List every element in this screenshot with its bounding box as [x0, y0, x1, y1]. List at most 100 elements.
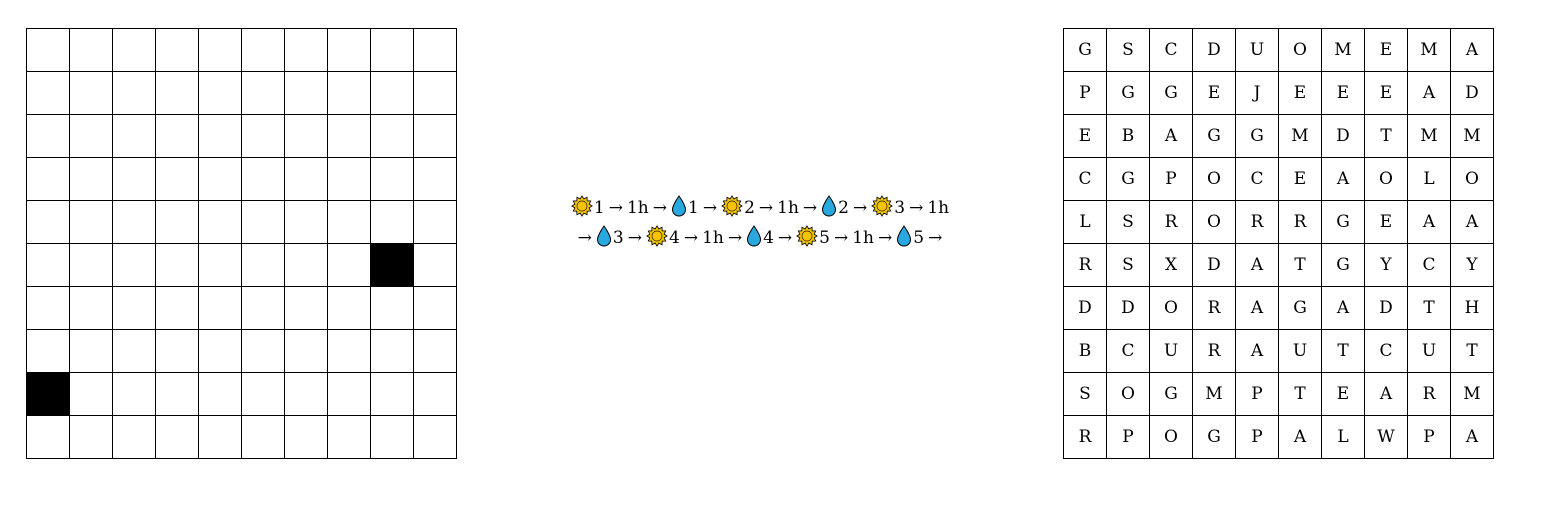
grid-cell[interactable] [370, 114, 414, 158]
grid-cell[interactable] [284, 415, 328, 459]
letter-cell[interactable]: E [1364, 71, 1408, 115]
grid-cell[interactable] [284, 372, 328, 416]
grid-cell[interactable] [413, 71, 457, 115]
grid-cell[interactable] [241, 372, 285, 416]
letter-cell[interactable]: M [1450, 114, 1494, 158]
filled-cell[interactable] [370, 243, 414, 287]
grid-cell[interactable] [69, 71, 113, 115]
letter-cell[interactable]: R [1192, 329, 1236, 373]
letter-cell[interactable]: M [1321, 28, 1365, 72]
grid-cell[interactable] [112, 28, 156, 72]
letter-cell[interactable]: C [1407, 243, 1451, 287]
letter-cell[interactable]: P [1407, 415, 1451, 459]
grid-cell[interactable] [198, 200, 242, 244]
grid-cell[interactable] [370, 71, 414, 115]
letter-cell[interactable]: M [1450, 372, 1494, 416]
letter-cell[interactable]: A [1450, 415, 1494, 459]
letter-cell[interactable]: B [1063, 329, 1107, 373]
letter-cell[interactable]: C [1106, 329, 1150, 373]
grid-cell[interactable] [413, 286, 457, 330]
letter-cell[interactable]: A [1364, 372, 1408, 416]
grid-cell[interactable] [112, 71, 156, 115]
letter-cell[interactable]: O [1192, 157, 1236, 201]
letter-cell[interactable]: M [1278, 114, 1322, 158]
letter-cell[interactable]: A [1321, 286, 1365, 330]
grid-cell[interactable] [155, 71, 199, 115]
letter-cell[interactable]: T [1278, 243, 1322, 287]
grid-cell[interactable] [155, 329, 199, 373]
grid-cell[interactable] [155, 286, 199, 330]
grid-cell[interactable] [198, 114, 242, 158]
grid-cell[interactable] [155, 243, 199, 287]
grid-cell[interactable] [69, 200, 113, 244]
letter-cell[interactable]: M [1407, 28, 1451, 72]
grid-cell[interactable] [26, 114, 70, 158]
grid-cell[interactable] [112, 372, 156, 416]
grid-cell[interactable] [26, 28, 70, 72]
grid-cell[interactable] [155, 114, 199, 158]
letter-cell[interactable]: E [1364, 28, 1408, 72]
grid-cell[interactable] [413, 415, 457, 459]
grid-cell[interactable] [198, 286, 242, 330]
letter-cell[interactable]: O [1278, 28, 1322, 72]
letter-cell[interactable]: A [1278, 415, 1322, 459]
grid-cell[interactable] [112, 415, 156, 459]
letter-cell[interactable]: E [1321, 71, 1365, 115]
letter-cell[interactable]: E [1278, 71, 1322, 115]
letter-cell[interactable]: G [1321, 243, 1365, 287]
grid-cell[interactable] [26, 286, 70, 330]
grid-cell[interactable] [413, 28, 457, 72]
letter-cell[interactable]: L [1321, 415, 1365, 459]
grid-cell[interactable] [69, 415, 113, 459]
grid-cell[interactable] [370, 286, 414, 330]
letter-cell[interactable]: R [1192, 286, 1236, 330]
grid-cell[interactable] [327, 157, 371, 201]
grid-cell[interactable] [327, 372, 371, 416]
letter-cell[interactable]: S [1063, 372, 1107, 416]
grid-cell[interactable] [284, 200, 328, 244]
grid-cell[interactable] [198, 28, 242, 72]
grid-cell[interactable] [284, 28, 328, 72]
letter-cell[interactable]: H [1450, 286, 1494, 330]
letter-cell[interactable]: G [1278, 286, 1322, 330]
letter-cell[interactable]: G [1063, 28, 1107, 72]
letter-cell[interactable]: E [1364, 200, 1408, 244]
grid-cell[interactable] [327, 329, 371, 373]
grid-cell[interactable] [155, 28, 199, 72]
grid-cell[interactable] [241, 28, 285, 72]
grid-cell[interactable] [198, 329, 242, 373]
letter-cell[interactable]: D [1321, 114, 1365, 158]
letter-cell[interactable]: U [1235, 28, 1279, 72]
grid-cell[interactable] [413, 200, 457, 244]
grid-cell[interactable] [327, 71, 371, 115]
letter-cell[interactable]: R [1063, 243, 1107, 287]
grid-cell[interactable] [284, 114, 328, 158]
grid-cell[interactable] [112, 114, 156, 158]
grid-cell[interactable] [155, 200, 199, 244]
grid-cell[interactable] [69, 286, 113, 330]
letter-cell[interactable]: M [1407, 114, 1451, 158]
grid-cell[interactable] [69, 329, 113, 373]
letter-cell[interactable]: Y [1364, 243, 1408, 287]
letter-cell[interactable]: P [1235, 415, 1279, 459]
grid-cell[interactable] [26, 243, 70, 287]
grid-cell[interactable] [413, 114, 457, 158]
letter-cell[interactable]: G [1192, 415, 1236, 459]
grid-cell[interactable] [112, 243, 156, 287]
grid-cell[interactable] [69, 157, 113, 201]
letter-cell[interactable]: G [1106, 71, 1150, 115]
grid-cell[interactable] [327, 243, 371, 287]
grid-cell[interactable] [327, 415, 371, 459]
letter-cell[interactable]: G [1321, 200, 1365, 244]
grid-cell[interactable] [112, 286, 156, 330]
grid-cell[interactable] [284, 71, 328, 115]
grid-cell[interactable] [370, 157, 414, 201]
letter-cell[interactable]: G [1235, 114, 1279, 158]
letter-cell[interactable]: T [1450, 329, 1494, 373]
grid-cell[interactable] [413, 157, 457, 201]
grid-cell[interactable] [327, 200, 371, 244]
grid-cell[interactable] [198, 372, 242, 416]
letter-cell[interactable]: T [1321, 329, 1365, 373]
grid-cell[interactable] [241, 200, 285, 244]
letter-cell[interactable]: C [1149, 28, 1193, 72]
